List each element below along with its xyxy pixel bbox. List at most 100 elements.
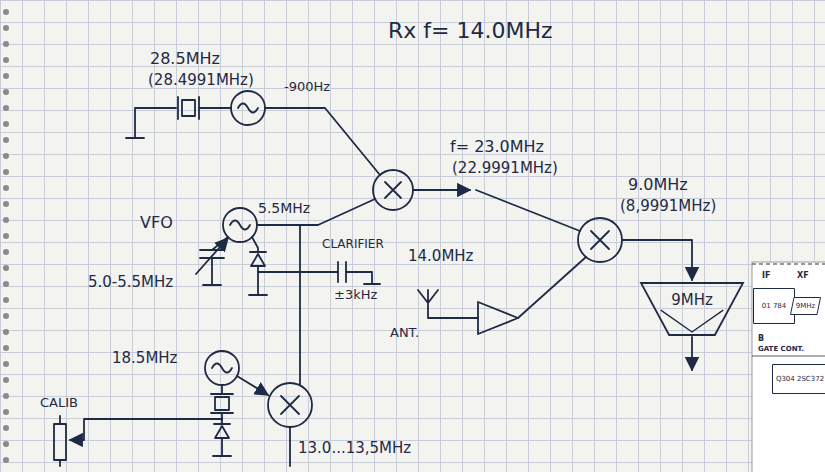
offset-label: ±3kHz bbox=[334, 288, 377, 303]
node-text: 01 784 bbox=[762, 302, 787, 310]
crystal-filter-border bbox=[641, 283, 743, 335]
xtal-filter-box: 9MHz bbox=[790, 297, 821, 315]
schematic-inset-part bbox=[752, 262, 825, 472]
ink-wiring-part bbox=[251, 254, 265, 266]
ink-wiring-part bbox=[199, 107, 231, 109]
ink-wiring-part bbox=[281, 396, 299, 414]
ink-wiring-part bbox=[518, 257, 586, 318]
crystal-filter: 9MHz bbox=[640, 282, 744, 336]
spiral-binding-part bbox=[3, 281, 9, 287]
ink-wiring-part bbox=[478, 302, 518, 334]
node-text: Q304 2SC372 bbox=[776, 375, 824, 383]
ink-wiring-part bbox=[215, 397, 229, 410]
frequency-label: 9.0MHz bbox=[628, 176, 688, 194]
ink-wiring-part bbox=[54, 424, 66, 460]
ink-wiring-part bbox=[230, 221, 250, 230]
block-name: VFO bbox=[140, 214, 173, 232]
spiral-binding-part bbox=[3, 89, 9, 95]
if-stage-box: 01 784 bbox=[753, 288, 795, 324]
control-name: CALIB bbox=[40, 396, 78, 411]
spiral-binding-part bbox=[3, 73, 9, 79]
frequency-label: (8,9991MHz) bbox=[620, 198, 716, 215]
ink-wiring-part bbox=[213, 438, 231, 456]
ink-wiring-part bbox=[265, 108, 380, 175]
ink-wiring-part bbox=[238, 104, 258, 113]
ink-wiring-part bbox=[289, 427, 291, 466]
antenna-label: ANT. bbox=[390, 326, 419, 341]
spiral-binding-part bbox=[3, 265, 9, 271]
ink-wiring-part bbox=[205, 351, 239, 385]
ink-wiring-part bbox=[578, 218, 622, 262]
ink-wiring-part bbox=[299, 225, 301, 385]
node-text: 9MHz bbox=[796, 302, 815, 310]
transistor-box-border bbox=[773, 365, 825, 394]
spiral-binding-part bbox=[3, 425, 9, 431]
spiral-binding-part bbox=[3, 345, 9, 351]
frequency-label: 18.5MHz bbox=[112, 350, 178, 367]
ink-wiring-part bbox=[691, 337, 693, 370]
ink-wiring bbox=[54, 91, 692, 466]
stage-name: IF bbox=[762, 271, 770, 280]
ink-wiring-part bbox=[59, 416, 61, 466]
frequency-label: f= 23.0MHz bbox=[450, 138, 544, 156]
section-name: GATE CONT. bbox=[758, 345, 804, 353]
spiral-binding-part bbox=[3, 25, 9, 31]
spiral-binding-part bbox=[3, 121, 9, 127]
spiral-binding-part bbox=[3, 105, 9, 111]
ink-wiring-part bbox=[212, 364, 232, 373]
frequency-label: 28.5MHz bbox=[150, 50, 220, 68]
ink-wiring-part bbox=[250, 251, 266, 253]
control-name: CLARIFIER bbox=[322, 238, 384, 252]
ink-wiring-part bbox=[135, 108, 176, 138]
spiral-binding-part bbox=[3, 137, 9, 143]
frequency-range: 13.0...13,5MHz bbox=[298, 440, 411, 457]
spiral-binding-part bbox=[3, 297, 9, 303]
ink-wiring-part bbox=[237, 376, 268, 395]
spiral-binding-part bbox=[3, 153, 9, 159]
ink-wiring-part bbox=[231, 91, 265, 125]
ink-wiring-part bbox=[373, 170, 413, 210]
ink-wiring-part bbox=[214, 423, 230, 425]
ink-wiring-part bbox=[196, 238, 228, 274]
spiral-binding-part bbox=[3, 41, 9, 47]
schematic-inset-part bbox=[752, 264, 825, 265]
filter-mark bbox=[661, 310, 723, 332]
ink-wiring-part bbox=[268, 383, 312, 427]
frequency-label: (28.4991MHz) bbox=[148, 72, 254, 89]
ink-wiring-part bbox=[622, 240, 692, 280]
ink-wiring-part bbox=[126, 137, 144, 139]
ink-wiring-part bbox=[215, 426, 229, 438]
frequency-label: (22.9991MHz) bbox=[452, 160, 558, 177]
spiral-binding-part bbox=[3, 409, 9, 415]
schematic-inset-part bbox=[752, 356, 825, 357]
frequency-heading: Rx f= 14.0MHz bbox=[388, 18, 553, 43]
ink-wiring-part bbox=[258, 271, 338, 273]
spiral-binding-part bbox=[3, 457, 9, 463]
ink-wiring-part bbox=[257, 199, 375, 225]
spiral-binding-part bbox=[3, 249, 9, 255]
spiral-binding-part bbox=[3, 329, 9, 335]
xtal-filter-box-border bbox=[791, 298, 821, 315]
if-stage-box-border bbox=[754, 289, 795, 324]
spiral-binding-part bbox=[3, 185, 9, 191]
ink-wiring-part bbox=[221, 385, 223, 394]
offset-label: -900Hz bbox=[284, 80, 330, 95]
spiral-binding-part bbox=[3, 233, 9, 239]
ink-wiring-part bbox=[346, 272, 380, 284]
spiral-binding-part bbox=[3, 313, 9, 319]
frequency-label: 14.0MHz bbox=[408, 248, 474, 265]
ink-wiring-part bbox=[249, 266, 267, 295]
spiral-binding-part bbox=[3, 393, 9, 399]
ink-wiring-part bbox=[418, 290, 478, 318]
spiral-binding-part bbox=[3, 441, 9, 447]
spiral-binding-part bbox=[3, 169, 9, 175]
spiral-binding-part bbox=[3, 9, 9, 15]
ink-wiring-part bbox=[338, 262, 346, 282]
section-mark: B bbox=[758, 334, 764, 343]
node-text: 9MHz bbox=[671, 292, 713, 309]
ink-wiring-part bbox=[591, 231, 609, 249]
ink-wiring-part bbox=[211, 394, 233, 413]
